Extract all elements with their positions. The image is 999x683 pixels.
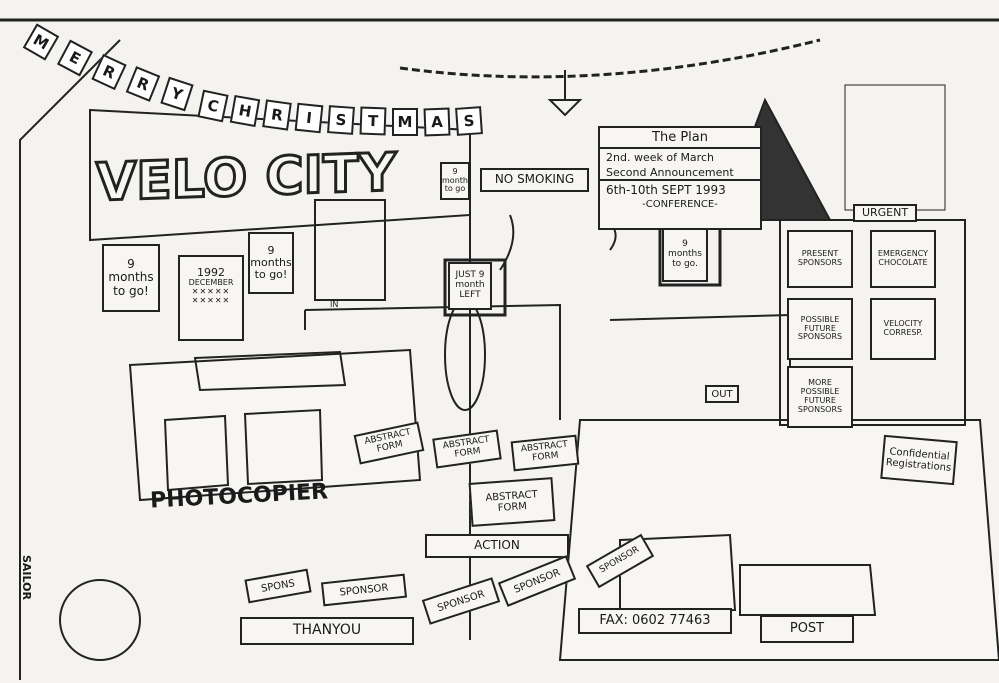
banner-letter: M (392, 108, 418, 136)
banner-letter: A (423, 107, 451, 137)
in-tray-label: IN (330, 300, 339, 309)
plan-title: The Plan (600, 128, 760, 149)
velo-city-sign: VELO CITY (95, 141, 398, 214)
post-tray: POST (760, 615, 854, 643)
no-smoking-sign: NO SMOKING (480, 168, 589, 192)
banner-letter: S (327, 105, 355, 135)
fax-machine: FAX: 0602 77463 (578, 608, 732, 634)
shelf-label: PRESENT SPONSORS (787, 230, 853, 288)
plan-line: -CONFERENCE- (642, 199, 718, 210)
poster-months-to-go: 9 months to go! (248, 232, 294, 294)
plan-line: Second Announcement (600, 166, 760, 181)
thanyou-tray: THANYOU (240, 617, 414, 645)
out-bin: OUT (705, 385, 739, 403)
action-tray-form: ABSTRACT FORM (468, 477, 556, 527)
shelf-label: VELOCITY CORRESP. (870, 298, 936, 360)
plan-line: 2nd. week of March (606, 151, 714, 164)
banner-letter: H (229, 94, 261, 128)
small-months-sign: 9 month to go (440, 162, 470, 200)
poster-months-to-go: 9 months to go! (102, 244, 160, 312)
plan-board: The Plan 2nd. week of March Second Annou… (598, 126, 762, 230)
monitor-right-screen: 9 months to go. (662, 228, 708, 282)
shelf-label: MORE POSSIBLE FUTURE SPONSORS (787, 366, 853, 428)
banner-letter: T (359, 106, 387, 136)
shelf-label: EMERGENCY CHOCOLATE (870, 230, 936, 288)
calendar-month: DECEMBER (188, 278, 234, 288)
confidential-registrations-box: Confidential Registrations (880, 434, 958, 486)
monitor-left-screen: JUST 9 month LEFT (448, 262, 492, 310)
banner-letter: I (294, 102, 324, 134)
calendar-crosses: ✕✕✕✕✕✕✕✕✕✕ (191, 286, 231, 305)
urgent-tray: URGENT (853, 204, 917, 222)
shelf-label: POSSIBLE FUTURE SPONSORS (787, 298, 853, 360)
artist-signature: SAILOR (20, 555, 33, 600)
banner-letter: S (455, 106, 483, 136)
banner-letter: R (262, 99, 292, 131)
plan-line: 6th-10th SEPT 1993 (606, 183, 726, 197)
calendar-year: 1992 (196, 266, 225, 279)
action-tray: ACTION (425, 534, 569, 558)
